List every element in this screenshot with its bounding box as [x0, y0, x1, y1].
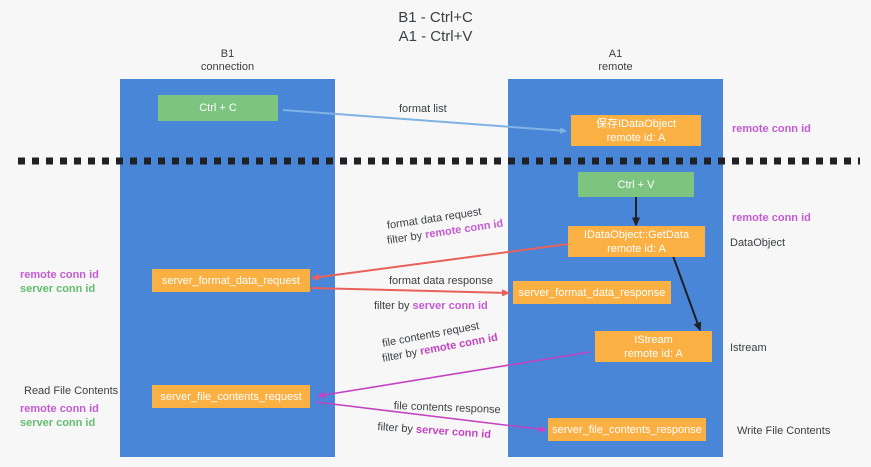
box-istream-line1: IStream: [634, 333, 673, 346]
box-getdata-line2: remote id: A: [607, 242, 666, 255]
label-remote-conn-id-top: remote conn id: [732, 123, 811, 135]
label-format-list: format list: [399, 103, 447, 115]
filter-by-text-1: filter by: [386, 229, 424, 247]
box-save-idataobject[interactable]: 保存IDataObject remote id: A: [571, 115, 701, 146]
legend-bot-remote-conn-id: remote conn id: [20, 403, 99, 415]
title-line-1: B1 - Ctrl+C: [398, 9, 473, 26]
box-server-format-data-request-label: server_format_data_request: [161, 274, 301, 287]
lane-header-a1-line1: A1: [608, 48, 623, 60]
arrow-format-data-response: [309, 287, 510, 297]
box-server-file-contents-response-label: server_file_contents_response: [552, 423, 702, 436]
lane-header-a1: A1 remote: [508, 48, 723, 74]
lane-header-b1-line1: B1: [220, 48, 235, 60]
server-conn-id-inline-1: server conn id: [412, 300, 488, 312]
box-server-format-data-response-label: server_format_data_response: [518, 286, 666, 299]
label-write-file-contents: Write File Contents: [737, 425, 831, 437]
box-server-file-contents-request[interactable]: server_file_contents_request: [152, 385, 310, 408]
box-server-format-data-response[interactable]: server_format_data_response: [513, 281, 671, 304]
label-read-file-contents: Read File Contents: [24, 385, 119, 397]
box-istream[interactable]: IStream remote id: A: [595, 331, 712, 362]
box-istream-line2: remote id: A: [624, 347, 683, 360]
label-filter-by-server-conn-id: filter by server conn id: [374, 299, 488, 313]
box-save-idataobject-line1: 保存IDataObject: [595, 117, 677, 130]
server-conn-id-inline-2: server conn id: [415, 423, 492, 441]
box-ctrl-v[interactable]: Ctrl + V: [578, 172, 694, 197]
box-idataobject-getdata[interactable]: IDataObject::GetData remote id: A: [568, 226, 705, 257]
page-title: B1 - Ctrl+C A1 - Ctrl+V: [0, 8, 871, 46]
lane-header-a1-line2: remote: [598, 61, 633, 73]
lane-header-b1-line2: connection: [200, 61, 255, 73]
label-istream: Istream: [730, 342, 767, 354]
label-filter-by-server-conn-id-2: filter by server conn id: [377, 420, 491, 442]
label-format-data-response: format data response: [389, 275, 493, 287]
legend-mid-remote-conn-id: remote conn id: [20, 269, 99, 281]
filter-by-text-4: filter by: [377, 420, 414, 436]
lane-header-b1: B1 connection: [120, 48, 335, 74]
box-getdata-line1: IDataObject::GetData: [583, 228, 690, 241]
box-ctrl-c[interactable]: Ctrl + C: [158, 95, 278, 121]
filter-by-text-2: filter by: [374, 300, 410, 312]
label-file-contents-response: file contents response: [393, 399, 501, 417]
box-save-idataobject-line2: remote id: A: [606, 131, 666, 144]
legend-bot-server-conn-id: server conn id: [20, 417, 96, 429]
label-dataobject: DataObject: [730, 237, 786, 249]
box-server-format-data-request[interactable]: server_format_data_request: [152, 269, 310, 292]
legend-mid-server-conn-id: server conn id: [20, 283, 96, 295]
box-ctrl-v-label: Ctrl + V: [617, 178, 655, 191]
title-line-2: A1 - Ctrl+V: [398, 28, 473, 45]
box-ctrl-c-label: Ctrl + C: [199, 102, 237, 114]
label-remote-conn-id-mid: remote conn id: [732, 212, 811, 224]
box-server-file-contents-request-label: server_file_contents_request: [160, 390, 302, 403]
box-server-file-contents-response[interactable]: server_file_contents_response: [548, 418, 706, 441]
